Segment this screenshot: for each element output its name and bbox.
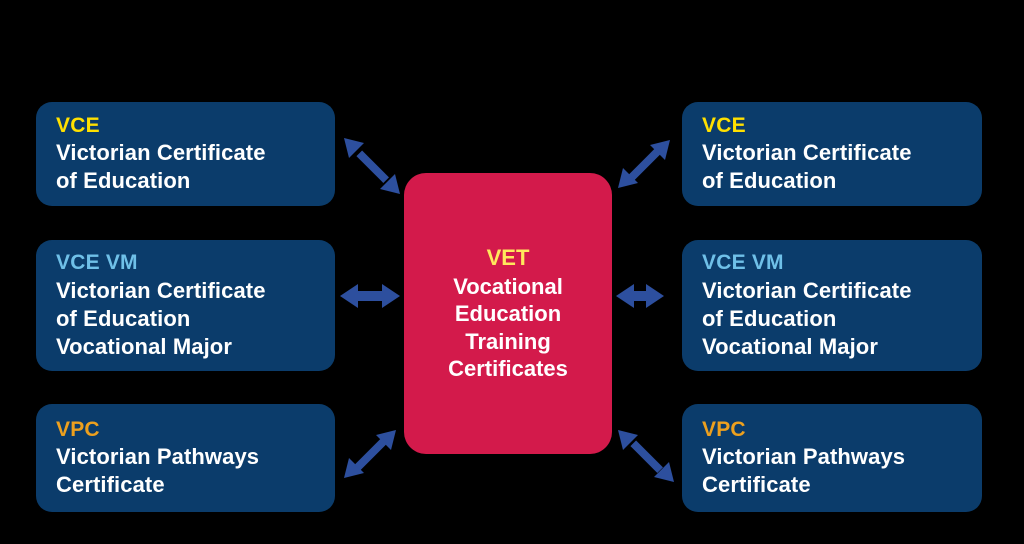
card-right-vpc[interactable]: VPC Victorian Pathways Certificate	[682, 404, 982, 512]
card-code: VCE VM	[56, 251, 138, 275]
card-title: Victorian Certificate of Education Vocat…	[56, 277, 266, 359]
card-left-vce-vm[interactable]: VCE VM Victorian Certificate of Educatio…	[36, 240, 335, 371]
center-box-vet[interactable]: VET Vocational Education Training Certif…	[404, 173, 612, 454]
card-left-vce[interactable]: VCE Victorian Certificate of Education	[36, 102, 335, 206]
card-code: VPC	[702, 417, 746, 441]
double-arrow-horizontal-icon	[614, 272, 682, 340]
double-arrow-down-left-up-right-icon	[338, 422, 406, 490]
card-title: Victorian Certificate of Education	[56, 140, 266, 194]
card-title: Victorian Pathways Certificate	[56, 444, 260, 498]
card-code: VCE	[56, 113, 100, 137]
double-arrow-up-left-down-right-icon	[612, 422, 680, 490]
center-title: Vocational Education Training Certificat…	[448, 273, 568, 382]
card-title: Victorian Pathways Certificate	[702, 444, 906, 498]
card-code: VCE VM	[702, 251, 784, 275]
card-left-vpc[interactable]: VPC Victorian Pathways Certificate	[36, 404, 335, 512]
card-right-vce[interactable]: VCE Victorian Certificate of Education	[682, 102, 982, 206]
double-arrow-horizontal-icon	[338, 272, 406, 340]
double-arrow-up-left-down-right-icon	[338, 132, 406, 200]
card-right-vce-vm[interactable]: VCE VM Victorian Certificate of Educatio…	[682, 240, 982, 371]
card-title: Victorian Certificate of Education Vocat…	[702, 277, 912, 359]
card-code: VPC	[56, 417, 100, 441]
double-arrow-down-left-up-right-icon	[614, 132, 682, 200]
card-title: Victorian Certificate of Education	[702, 140, 912, 194]
center-code: VET	[486, 245, 530, 271]
card-code: VCE	[702, 113, 746, 137]
